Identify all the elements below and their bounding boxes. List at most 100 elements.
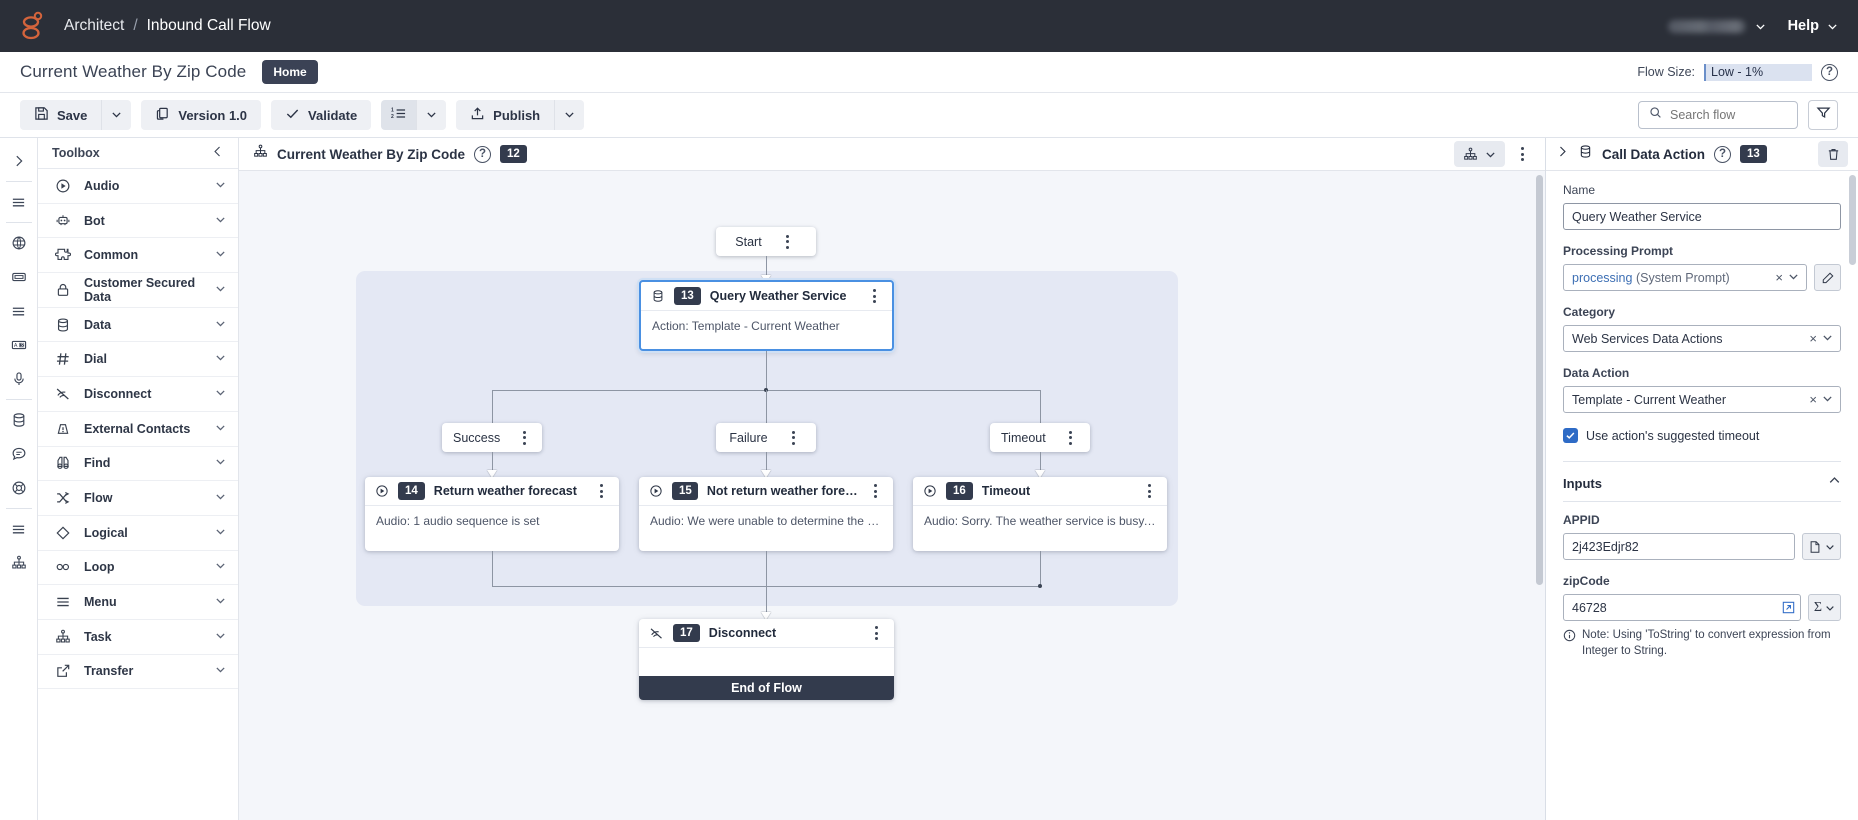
publish-dropdown-button[interactable]	[554, 100, 585, 130]
chevron-down-icon[interactable]	[215, 664, 226, 678]
breadcrumb-page[interactable]: Inbound Call Flow	[146, 17, 271, 34]
edit-prompt-button[interactable]	[1814, 264, 1841, 291]
user-menu[interactable]	[1667, 19, 1766, 33]
chevron-down-icon[interactable]	[215, 595, 226, 609]
appid-type-dropdown[interactable]	[1802, 533, 1841, 560]
chevron-down-icon[interactable]	[215, 422, 226, 436]
branch-failure[interactable]: Failure	[716, 423, 816, 452]
chevron-down-icon[interactable]	[215, 318, 226, 332]
toolbox-item-data[interactable]: Data	[38, 308, 238, 343]
canvas-more-menu[interactable]	[1513, 147, 1531, 161]
node-timeout[interactable]: 16 Timeout Audio: Sorry. The weather ser…	[913, 477, 1167, 551]
rail-sitemap-icon[interactable]	[0, 546, 38, 580]
list-dropdown-button[interactable]	[416, 100, 447, 130]
data-action-select[interactable]: Template - Current Weather ×	[1563, 386, 1841, 413]
home-badge[interactable]: Home	[262, 60, 318, 84]
chevron-down-icon[interactable]	[1822, 393, 1833, 407]
help-circle-icon[interactable]: ?	[1821, 63, 1838, 81]
rail-lifering-icon[interactable]	[0, 471, 38, 505]
toolbox-item-task[interactable]: Task	[38, 620, 238, 655]
collapse-toolbox-button[interactable]	[211, 145, 224, 161]
layout-mode-button[interactable]	[1454, 141, 1505, 167]
toolbox-item-common[interactable]: Common	[38, 238, 238, 274]
node-query-weather-service[interactable]: 13 Query Weather Service Action: Templat…	[639, 280, 894, 351]
rail-database-icon[interactable]	[0, 403, 38, 437]
toolbox-item-loop[interactable]: Loop	[38, 551, 238, 586]
chevron-down-icon[interactable]	[215, 526, 226, 540]
panel-vertical-scrollbar[interactable]	[1849, 175, 1856, 265]
rail-menu-icon[interactable]	[0, 512, 38, 546]
chevron-down-icon[interactable]	[215, 283, 226, 297]
toolbox-item-dial[interactable]: Dial	[38, 342, 238, 378]
branch-timeout[interactable]: Timeout	[990, 423, 1090, 452]
inputs-section-header[interactable]: Inputs	[1563, 474, 1841, 502]
zipcode-expression-dropdown[interactable]: Σ	[1807, 594, 1841, 621]
clear-icon[interactable]: ×	[1809, 392, 1817, 407]
chevron-down-icon[interactable]	[215, 491, 226, 505]
version-button[interactable]: Version 1.0	[141, 100, 262, 130]
chevron-down-icon[interactable]	[1788, 271, 1799, 285]
clear-icon[interactable]: ×	[1809, 331, 1817, 346]
suggested-timeout-checkbox[interactable]	[1563, 428, 1578, 443]
rail-microphone-icon[interactable]	[0, 362, 38, 396]
chevron-down-icon[interactable]	[215, 387, 226, 401]
validate-button[interactable]: Validate	[271, 100, 372, 130]
node-menu[interactable]	[592, 484, 610, 498]
publish-button[interactable]: Publish	[456, 100, 555, 130]
node-menu[interactable]	[1140, 484, 1158, 498]
rail-menu-icon[interactable]	[0, 294, 38, 328]
category-select[interactable]: Web Services Data Actions ×	[1563, 325, 1841, 352]
help-circle-icon[interactable]: ?	[474, 145, 492, 163]
breadcrumb-app[interactable]: Architect	[64, 17, 125, 34]
node-return-weather-forecast[interactable]: 14 Return weather forecast Audio: 1 audi…	[365, 477, 619, 551]
chevron-down-icon[interactable]	[215, 352, 226, 366]
search-flow-box[interactable]	[1638, 101, 1798, 129]
open-expression-icon[interactable]	[1782, 601, 1795, 614]
toolbox-item-customer-secured-data[interactable]: Customer Secured Data	[38, 273, 238, 308]
filter-button[interactable]	[1808, 100, 1838, 130]
branch-menu[interactable]	[1063, 430, 1079, 445]
branch-menu[interactable]	[517, 430, 531, 445]
rail-card-icon[interactable]	[0, 260, 38, 294]
processing-prompt-link[interactable]: processing	[1572, 270, 1633, 285]
save-dropdown-button[interactable]	[101, 100, 132, 130]
start-node-menu[interactable]	[779, 234, 797, 249]
save-button[interactable]: Save	[20, 100, 102, 130]
zipcode-input[interactable]	[1563, 594, 1801, 621]
delete-action-button[interactable]	[1818, 141, 1848, 167]
toolbox-item-logical[interactable]: Logical	[38, 516, 238, 551]
chevron-down-icon[interactable]	[215, 630, 226, 644]
toolbox-item-flow[interactable]: Flow	[38, 481, 238, 516]
node-start[interactable]: Start	[716, 227, 816, 256]
chevron-down-icon[interactable]	[215, 560, 226, 574]
expand-rail-button[interactable]	[0, 144, 38, 178]
chevron-down-icon[interactable]	[215, 179, 226, 193]
node-menu[interactable]	[867, 626, 885, 640]
node-menu[interactable]	[867, 484, 884, 498]
toolbox-item-disconnect[interactable]: Disconnect	[38, 377, 238, 412]
help-menu[interactable]: Help	[1788, 18, 1838, 34]
toolbox-item-menu[interactable]: Menu	[38, 585, 238, 620]
branch-success[interactable]: Success	[442, 423, 542, 452]
toolbox-item-find[interactable]: Find	[38, 447, 238, 482]
search-input[interactable]	[1670, 108, 1787, 122]
chevron-down-icon[interactable]	[1822, 332, 1833, 346]
chevron-down-icon[interactable]	[215, 248, 226, 262]
rail-chat-icon[interactable]	[0, 437, 38, 471]
ordered-list-button[interactable]: 1 2	[381, 100, 417, 130]
help-circle-icon[interactable]: ?	[1714, 145, 1732, 163]
toolbox-item-bot[interactable]: Bot	[38, 204, 238, 239]
processing-prompt-select[interactable]: processing (System Prompt) ×	[1563, 264, 1807, 291]
chevron-down-icon[interactable]	[215, 214, 226, 228]
canvas-vertical-scrollbar[interactable]	[1536, 175, 1543, 585]
toolbox-item-audio[interactable]: Audio	[38, 169, 238, 204]
toolbox-item-external-contacts[interactable]: External Contacts	[38, 412, 238, 447]
chevron-down-icon[interactable]	[215, 456, 226, 470]
appid-input[interactable]	[1563, 533, 1795, 560]
node-not-return-weather-forecast[interactable]: 15 Not return weather forecast Audio: We…	[639, 477, 893, 551]
chevron-right-icon[interactable]	[1556, 145, 1569, 163]
name-input[interactable]	[1563, 203, 1841, 230]
node-menu[interactable]	[865, 289, 883, 303]
clear-icon[interactable]: ×	[1775, 270, 1783, 285]
